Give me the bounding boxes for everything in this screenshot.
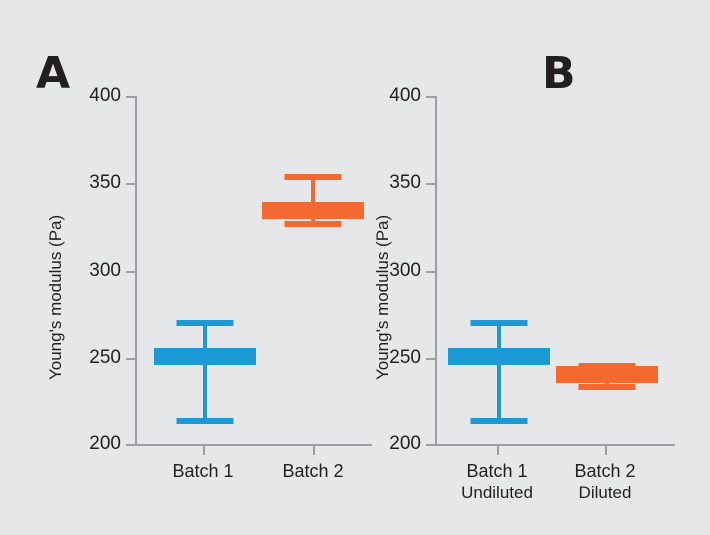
panel-a-ytick-label-400: 400 (89, 85, 121, 106)
panel-a-xlabel-1: Batch 1 (172, 460, 233, 482)
panel-a-ytick-250: 250 (89, 347, 135, 368)
panel-a-cap-upper-batch-2 (284, 174, 342, 180)
panel-b-xtick-2 (605, 446, 607, 455)
panel-b-mean-bar-batch-1 (448, 348, 550, 365)
panel-b-ytick-label-300: 300 (389, 260, 421, 281)
panel-b: B Young's modulus (Pa) 400 350 300 250 2… (355, 0, 710, 535)
panel-a-ytick-400: 400 (89, 85, 135, 106)
panel-a: A Young's modulus (Pa) 400 350 300 250 2… (36, 48, 372, 481)
panel-b-xlabel-2-line2: Diluted (578, 483, 632, 502)
panel-b-ytick-label-200: 200 (389, 433, 421, 454)
panel-a-plot-area: 400 350 300 250 200 (89, 85, 372, 481)
panel-b-ytick-300: 300 (389, 260, 435, 281)
panel-a-mean-bar-batch-1 (154, 348, 256, 365)
panel-a-cap-lower-batch-1 (176, 418, 234, 424)
panel-a-cap-lower-batch-2 (284, 221, 342, 227)
panel-b-whisker-batch-1 (497, 320, 501, 424)
panel-b-xlabel-1-line2: Undiluted (461, 483, 533, 502)
panel-b-xlabel-1-line1: Batch 1 (466, 461, 528, 481)
panel-a-ytick-label-200: 200 (89, 433, 121, 454)
panel-a-xlabel-2-line1: Batch 2 (282, 461, 344, 481)
panel-b-mean-bar-batch-2 (556, 366, 658, 383)
panel-a-ytick-label-250: 250 (89, 347, 121, 368)
panel-a-ytick-300: 300 (89, 260, 135, 281)
panel-b-ytick-label-350: 350 (389, 172, 421, 193)
panel-a-cap-upper-batch-1 (176, 320, 234, 326)
panel-b-ytick-200: 200 (389, 433, 435, 454)
panel-b-cap-upper-batch-1 (470, 320, 528, 326)
panel-a-letter: A (36, 48, 70, 99)
panel-a-y-axis-title: Young's modulus (Pa) (46, 214, 65, 380)
panel-a-y-axis-line (135, 96, 137, 446)
panel-b-y-axis-line (435, 96, 437, 446)
panel-b-xlabel-2-line1: Batch 2 (574, 461, 636, 481)
panel-b-ytick-label-400: 400 (389, 85, 421, 106)
panel-a-xtick-1 (203, 446, 205, 455)
panel-a-xtick-2 (313, 446, 315, 455)
panel-b-xlabel-1: Batch 1 Undiluted (461, 460, 533, 504)
panel-a-whisker-batch-2 (311, 174, 315, 226)
panel-b-cap-lower-batch-1 (470, 418, 528, 424)
panel-a-ytick-200: 200 (89, 433, 135, 454)
panel-a-mean-bar-batch-2 (262, 202, 364, 219)
panel-b-ytick-400: 400 (389, 85, 435, 106)
panel-a-whisker-batch-1 (203, 320, 207, 424)
panel-b-ytick-250: 250 (389, 347, 435, 368)
panel-b-xtick-1 (497, 446, 499, 455)
panel-a-xlabel-2: Batch 2 (282, 460, 343, 482)
panel-b-plot-area: 400 350 300 250 200 (389, 85, 675, 502)
panel-b-letter: B (542, 48, 576, 99)
panel-a-ytick-350: 350 (89, 172, 135, 193)
panel-b-ytick-label-250: 250 (389, 347, 421, 368)
panel-a-ytick-label-350: 350 (89, 172, 121, 193)
panel-a-ytick-label-300: 300 (89, 260, 121, 281)
panel-b-xlabel-2: Batch 2 Diluted (574, 460, 635, 504)
panel-a-x-axis-line (135, 444, 372, 446)
panel-b-ytick-350: 350 (389, 172, 435, 193)
panel-b-x-axis-line (435, 444, 675, 446)
panel-a-xlabel-1-line1: Batch 1 (172, 461, 234, 481)
panel-b-cap-lower-batch-2 (578, 384, 636, 390)
